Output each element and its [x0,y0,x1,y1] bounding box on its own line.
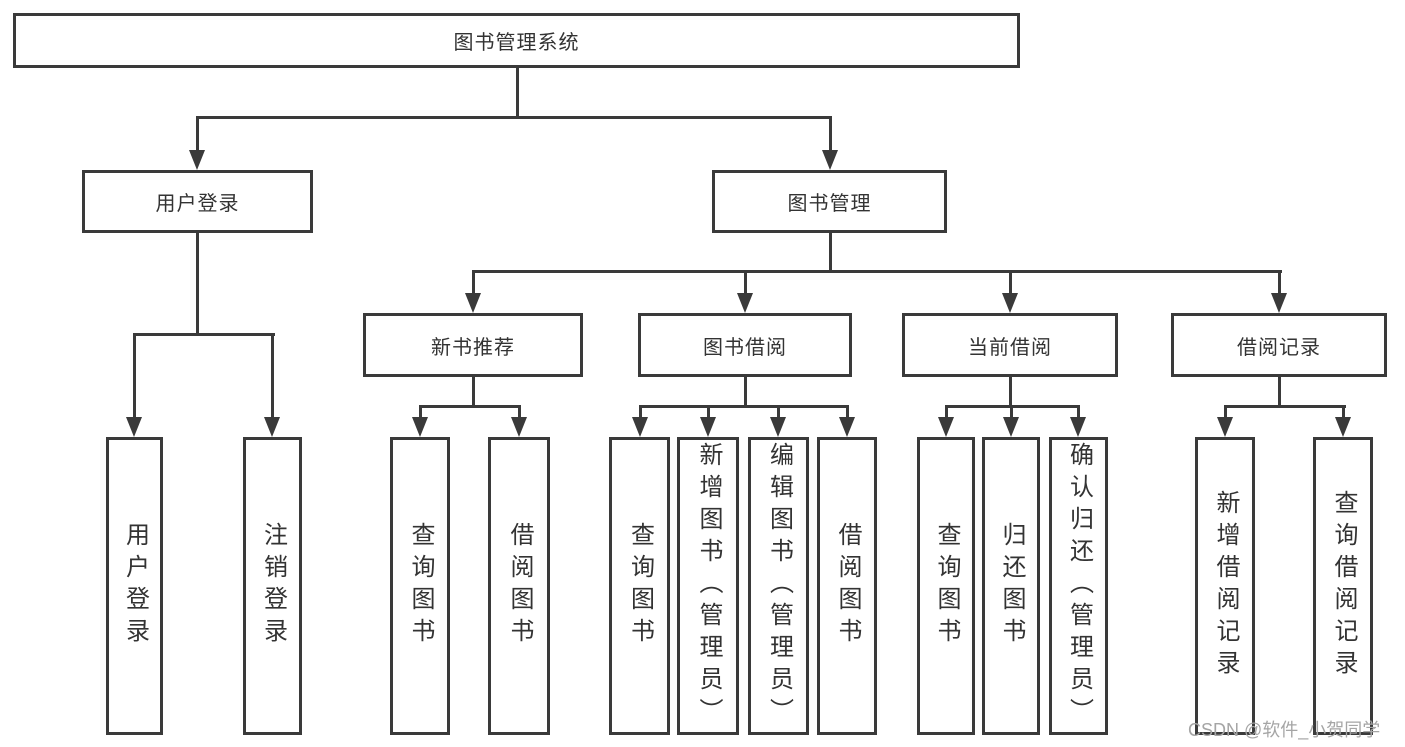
connector-line [828,233,832,272]
arrowhead-down-icon [1003,417,1019,437]
leaf-add-book-admin-label: 新增图书（管理员） [695,442,722,730]
connector-line [471,377,475,407]
arrowhead-down-icon [1217,417,1233,437]
node-current-borrow: 当前借阅 [902,313,1118,377]
node-book-management: 图书管理 [712,170,947,233]
connector-line [944,407,948,419]
arrowhead-down-icon [770,417,786,437]
arrowhead-down-icon [938,417,954,437]
connector-line [638,407,642,419]
leaf-confirm-return-admin-label: 确认归还（管理员） [1065,442,1093,730]
connector-line [1341,407,1345,419]
leaf-add-borrow-record: 新增借阅记录 [1195,437,1255,735]
connector-line [1223,405,1346,408]
connector-line [418,405,521,408]
arrowhead-down-icon [700,417,716,437]
leaf-logout-login: 注销登录 [243,437,302,735]
leaf-query-book-current-label: 查询图书 [933,522,960,650]
connector-line [195,118,199,152]
connector-line [743,377,747,407]
connector-line [471,272,475,295]
leaf-edit-book-admin-label: 编辑图书（管理员） [765,442,793,730]
leaf-confirm-return-admin: 确认归还（管理员） [1049,437,1108,735]
node-user-login-label: 用户登录 [155,193,240,215]
arrowhead-down-icon [465,293,481,313]
leaf-query-book-recommend-label: 查询图书 [407,522,434,650]
arrowhead-down-icon [839,417,855,437]
leaf-borrow-book-recommend: 借阅图书 [488,437,550,735]
connector-line [195,233,199,335]
connector-line [1008,272,1012,295]
arrowhead-down-icon [1070,417,1086,437]
node-book-borrow-label: 图书借阅 [703,336,787,359]
leaf-return-book: 归还图书 [982,437,1040,735]
connector-line [132,335,136,419]
connector-line [1076,407,1080,419]
node-book-management-label: 图书管理 [787,193,872,215]
node-user-login: 用户登录 [82,170,313,233]
connector-line [1009,407,1013,419]
connector-line [517,407,521,419]
connector-line [471,270,1282,273]
node-new-book-recommend-label: 新书推荐 [431,336,515,359]
node-root: 图书管理系统 [13,13,1020,68]
leaf-borrow-book-recommend-label: 借阅图书 [506,522,533,650]
node-borrow-records-label: 借阅记录 [1237,336,1321,359]
leaf-borrow-book: 借阅图书 [817,437,877,735]
leaf-query-book-borrow-label: 查询图书 [626,522,654,650]
connector-line [270,335,274,419]
node-current-borrow-label: 当前借阅 [968,336,1052,359]
leaf-return-book-label: 归还图书 [998,522,1025,650]
arrowhead-down-icon [1271,293,1287,313]
arrowhead-down-icon [1002,293,1018,313]
leaf-query-book-borrow: 查询图书 [609,437,670,735]
connector-line [845,407,849,419]
watermark: CSDN @软件_小贺同学 [1188,720,1381,740]
arrowhead-down-icon [264,417,280,437]
leaf-edit-book-admin: 编辑图书（管理员） [748,437,809,735]
arrowhead-down-icon [189,150,205,170]
arrowhead-down-icon [412,417,428,437]
connector-line [132,333,275,336]
node-borrow-records: 借阅记录 [1171,313,1387,377]
connector-line [1277,377,1281,407]
connector-line [1223,407,1227,419]
arrowhead-down-icon [126,417,142,437]
connector-line [743,272,747,295]
arrowhead-down-icon [822,150,838,170]
leaf-query-borrow-record: 查询借阅记录 [1313,437,1373,735]
node-book-borrow: 图书借阅 [638,313,852,377]
leaf-query-book-recommend: 查询图书 [390,437,450,735]
leaf-logout-login-label: 注销登录 [259,522,287,650]
connector-line [1277,272,1281,295]
node-root-label: 图书管理系统 [453,32,580,54]
arrowhead-down-icon [632,417,648,437]
leaf-add-borrow-record-label: 新增借阅记录 [1212,490,1239,682]
leaf-query-borrow-record-label: 查询借阅记录 [1330,490,1357,682]
connector-line [706,407,710,419]
connector-line [638,405,849,408]
connector-line [776,407,780,419]
arrowhead-down-icon [511,417,527,437]
leaf-borrow-book-label: 借阅图书 [834,522,861,650]
connector-line [944,405,1080,408]
leaf-add-book-admin: 新增图书（管理员） [677,437,739,735]
connector-line [515,68,519,118]
connector-line [195,116,832,119]
connector-line [418,407,422,419]
leaf-user-login: 用户登录 [106,437,163,735]
connector-line [1008,377,1012,407]
arrowhead-down-icon [1335,417,1351,437]
arrowhead-down-icon [737,293,753,313]
leaf-user-login-label: 用户登录 [121,522,149,650]
connector-line [828,118,832,152]
node-new-book-recommend: 新书推荐 [363,313,583,377]
leaf-query-book-current: 查询图书 [917,437,975,735]
